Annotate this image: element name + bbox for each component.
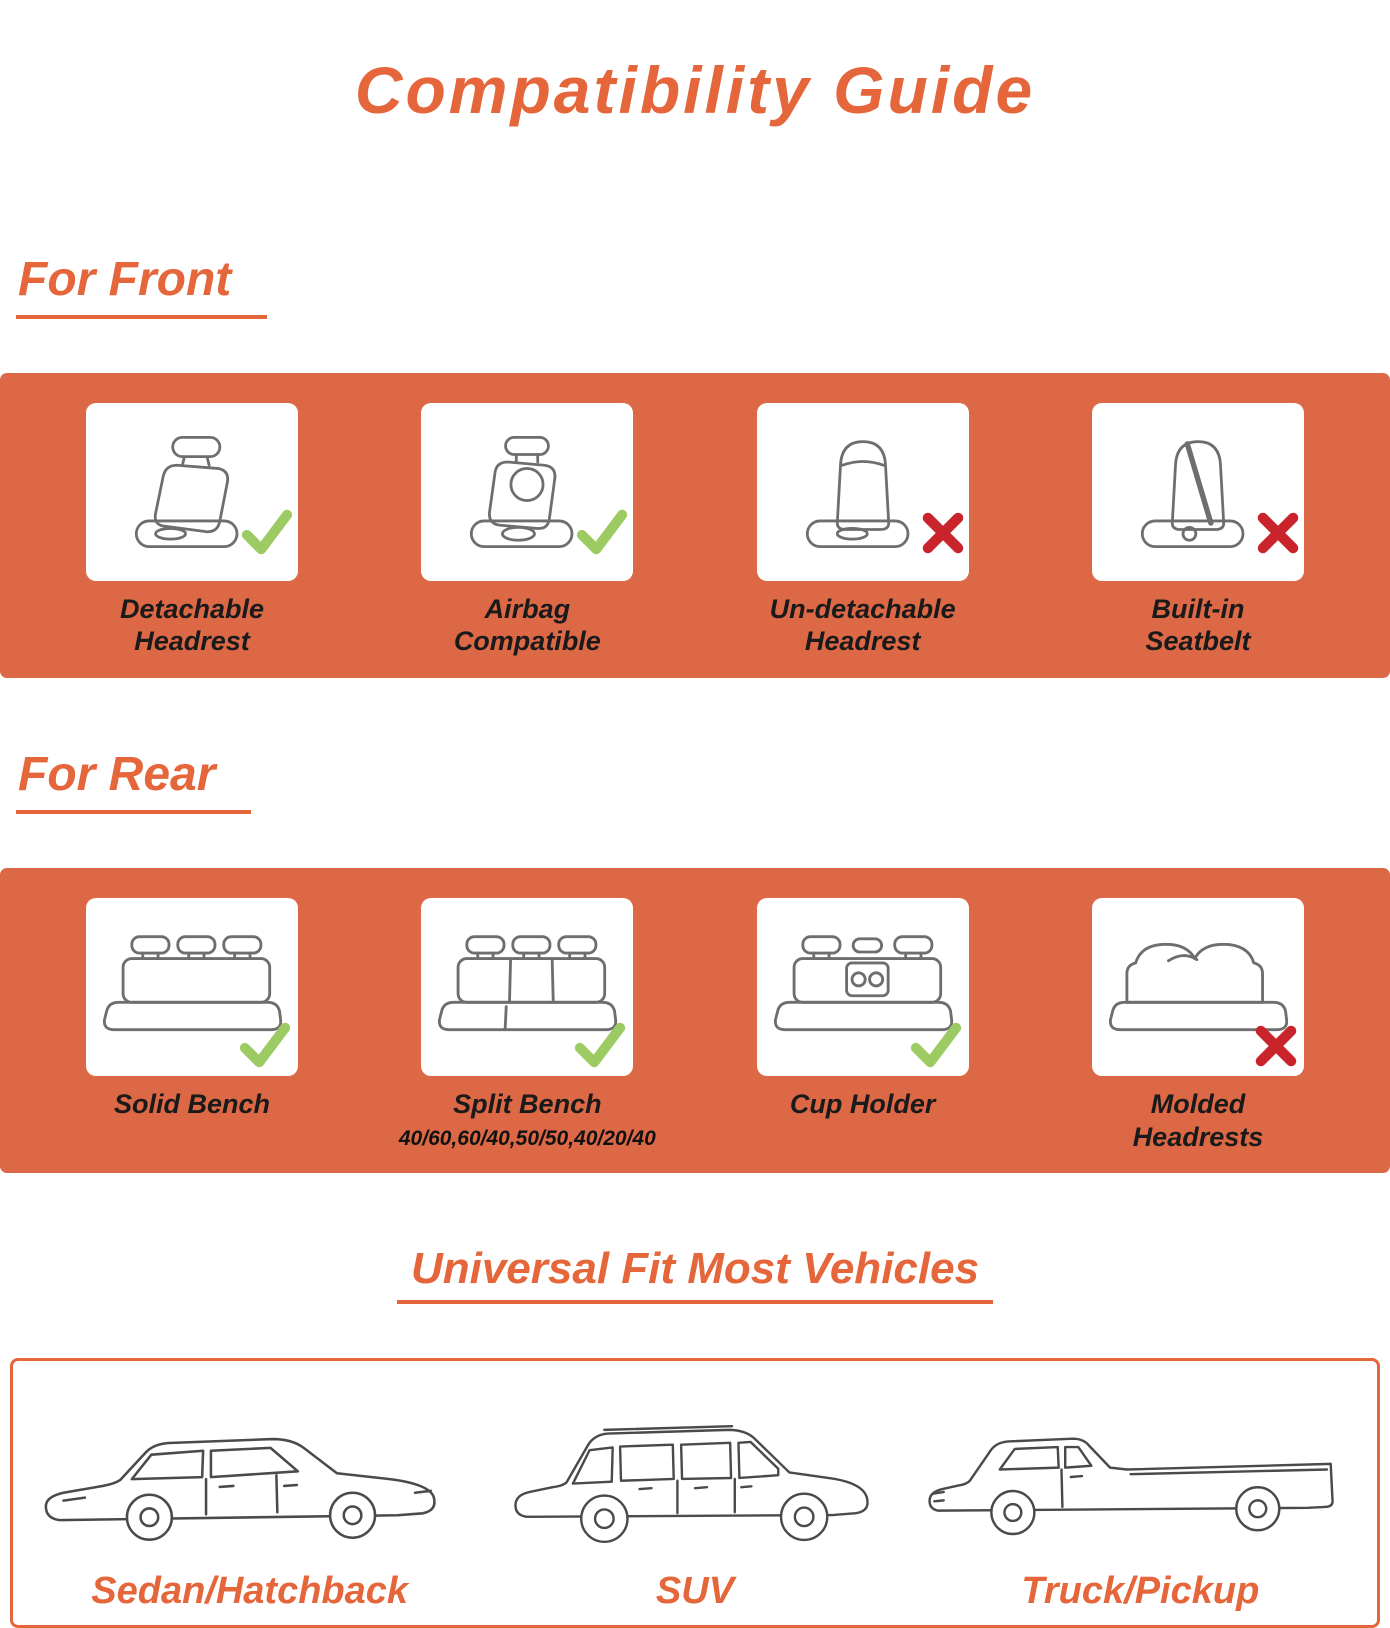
rear-split-bench-icon xyxy=(438,935,618,1032)
front-seat-detachable-headrest-icon xyxy=(134,435,239,548)
rear-item-solid-bench: Solid Bench xyxy=(78,898,306,1153)
label-line-1: Un-detachable xyxy=(769,593,956,624)
seat-illustration-card xyxy=(1091,402,1304,581)
status-badge xyxy=(1254,1024,1298,1068)
rear-molded-headrests-bench-icon xyxy=(1108,943,1289,1032)
check-icon xyxy=(575,1023,626,1068)
vehicle-truck-pickup: Truck/Pickup xyxy=(918,1400,1363,1613)
front-compatibility-banner: Detachable Headrest xyxy=(0,372,1390,678)
rear-item-sub-label: 40/60,60/40,50/50,40/20/40 xyxy=(398,1126,656,1150)
label-line-2: Headrest xyxy=(804,626,921,657)
vehicle-suv: SUV xyxy=(472,1400,917,1613)
status-badge xyxy=(921,511,965,555)
status-badge xyxy=(575,509,629,555)
compatibility-guide-page: Compatibility Guide For Front xyxy=(0,44,1390,1628)
rear-item-label: Solid Bench xyxy=(113,1089,270,1120)
front-seat-airbag-compatible-icon xyxy=(470,435,574,548)
rear-item-cup-holder: Cup Holder xyxy=(749,898,977,1153)
seat-illustration-card xyxy=(756,402,969,581)
cross-icon xyxy=(922,512,963,554)
check-icon xyxy=(577,509,628,555)
page-title: Compatibility Guide xyxy=(354,53,1036,128)
front-item-label: Airbag Compatible xyxy=(454,593,601,658)
front-section-heading: For Front xyxy=(16,252,268,320)
rear-compatibility-banner: Solid Bench xyxy=(0,868,1390,1174)
rear-section-heading: For Rear xyxy=(16,747,252,815)
status-badge xyxy=(573,1022,627,1068)
front-item-builtin-seatbelt: Built-in Seatbelt xyxy=(1084,402,1312,658)
label-line-2: Headrest xyxy=(134,626,250,657)
status-badge xyxy=(240,509,294,555)
front-item-label: Detachable Headrest xyxy=(120,593,264,658)
rear-cup-holder-bench-icon xyxy=(773,935,953,1032)
check-icon xyxy=(241,509,293,555)
status-badge xyxy=(238,1022,292,1068)
rear-item-label: Split Bench xyxy=(453,1089,602,1120)
front-item-label: Built-in Seatbelt xyxy=(1145,593,1250,658)
seat-illustration-card xyxy=(421,402,634,581)
status-badge xyxy=(1256,511,1300,555)
front-item-airbag-compatible: Airbag Compatible xyxy=(413,402,641,658)
vehicles-box: Sedan/Hatchback SUV xyxy=(10,1358,1380,1628)
vehicle-label-suv: SUV xyxy=(655,1570,735,1613)
vehicles-section-heading-row: Universal Fit Most Vehicles xyxy=(0,1207,1390,1340)
rear-solid-bench-icon xyxy=(102,935,283,1032)
front-section-heading-row: For Front xyxy=(16,212,1390,359)
front-item-detachable-headrest: Detachable Headrest xyxy=(78,402,306,658)
seat-illustration-card xyxy=(86,402,298,581)
label-line-1: Built-in xyxy=(1151,593,1245,624)
label-line-2: Compatible xyxy=(453,626,601,657)
vehicle-label-truck: Truck/Pickup xyxy=(1021,1570,1260,1613)
rear-item-split-bench: Split Bench 40/60,60/40,50/50,40/20/40 xyxy=(399,898,656,1153)
bench-illustration-card xyxy=(86,898,298,1077)
rear-item-label: Cup Holder xyxy=(789,1089,936,1120)
cross-icon xyxy=(1255,1026,1297,1067)
rear-section-heading-row: For Rear xyxy=(16,708,1390,855)
status-badge xyxy=(909,1022,963,1068)
vehicle-sedan-hatchback: Sedan/Hatchback xyxy=(27,1400,472,1613)
bench-illustration-card xyxy=(1091,898,1304,1077)
bench-illustration-card xyxy=(756,898,969,1077)
vehicle-label-sedan: Sedan/Hatchback xyxy=(91,1570,409,1613)
rear-item-molded-headrests: Molded Headrests xyxy=(1084,898,1312,1153)
check-icon xyxy=(239,1023,291,1068)
bench-illustration-card xyxy=(421,898,634,1077)
truck-pickup-icon xyxy=(928,1437,1335,1536)
sedan-hatchback-icon xyxy=(44,1437,436,1542)
cross-icon xyxy=(1257,512,1299,554)
label-line-1: Airbag xyxy=(484,593,571,624)
vehicles-section-heading: Universal Fit Most Vehicles xyxy=(396,1244,994,1304)
front-seat-builtin-seatbelt-icon xyxy=(1140,440,1245,548)
suv-icon xyxy=(514,1425,869,1544)
rear-item-label: Molded Headrests xyxy=(1132,1089,1264,1152)
label-line-2: Seatbelt xyxy=(1145,626,1251,657)
front-item-label: Un-detachable Headrest xyxy=(770,593,956,658)
front-seat-undetachable-headrest-icon xyxy=(805,440,910,548)
front-item-undetachable-headrest: Un-detachable Headrest xyxy=(749,402,977,658)
label-line-1: Detachable xyxy=(119,593,265,624)
check-icon xyxy=(910,1023,961,1068)
